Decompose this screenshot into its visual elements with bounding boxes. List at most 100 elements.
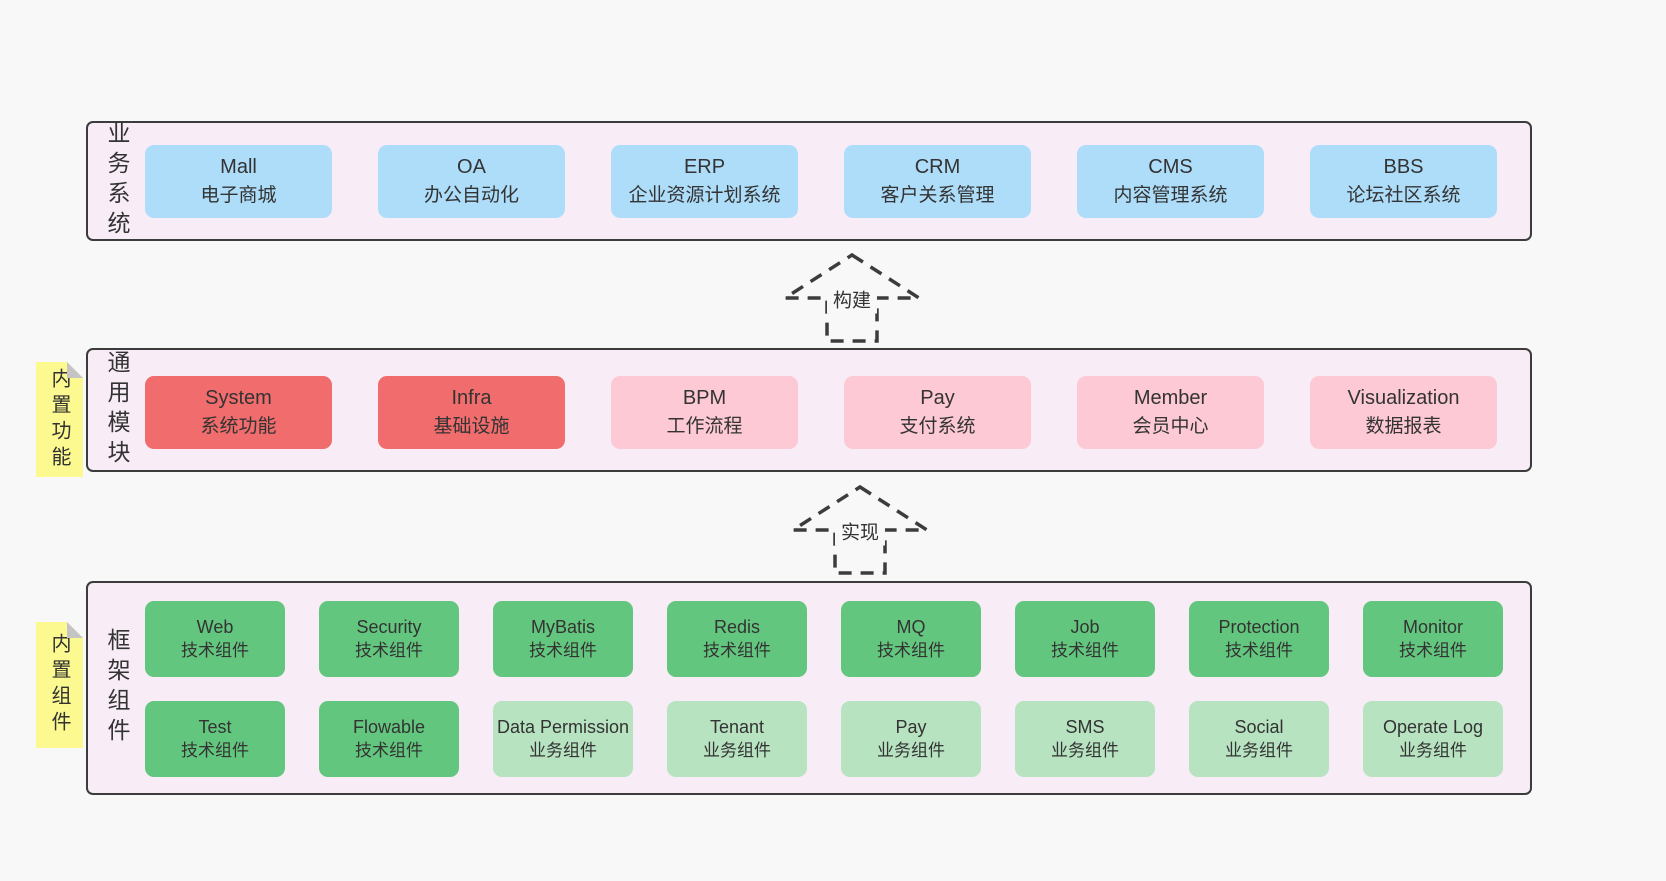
common-modules-layer: 通用模块	[86, 348, 1532, 472]
box-mybatis: MyBatis 技术组件	[493, 601, 633, 677]
components-box-row-2: Test 技术组件 Flowable 技术组件 Data Permission …	[145, 701, 1503, 777]
box-subtitle: 技术组件	[355, 740, 423, 760]
box-tenant: Tenant 业务组件	[667, 701, 807, 777]
sticky-label: 内置组件	[48, 633, 70, 737]
box-subtitle: 数据报表	[1365, 416, 1442, 438]
dashed-up-arrow-icon	[790, 484, 930, 575]
box-system: System 系统功能	[145, 376, 332, 449]
box-title: Social	[1234, 717, 1284, 738]
box-subtitle: 系统功能	[200, 416, 277, 438]
box-redis: Redis 技术组件	[667, 601, 807, 677]
box-oa: OA 办公自动化	[378, 145, 565, 218]
box-title: Tenant	[709, 717, 765, 738]
box-title: Test	[198, 717, 232, 738]
box-subtitle: 技术组件	[529, 640, 597, 660]
build-arrow: 构建	[782, 252, 922, 344]
box-subtitle: 技术组件	[1225, 640, 1293, 660]
box-bbs: BBS 论坛社区系统	[1310, 145, 1497, 218]
box-subtitle: 技术组件	[703, 640, 771, 660]
box-subtitle: 业务组件	[1051, 740, 1119, 760]
box-subtitle: 内容管理系统	[1113, 185, 1228, 207]
box-monitor: Monitor 技术组件	[1363, 601, 1503, 677]
box-title: CMS	[1148, 156, 1193, 179]
box-subtitle: 工作流程	[666, 416, 743, 438]
box-subtitle: 技术组件	[355, 640, 423, 660]
components-box-row-1: Web 技术组件 Security 技术组件 MyBatis 技术组件 Redi…	[145, 601, 1503, 677]
box-subtitle: 业务组件	[1399, 740, 1467, 760]
box-title: ERP	[683, 156, 726, 179]
box-subtitle: 技术组件	[1399, 640, 1467, 660]
box-title: Infra	[451, 387, 492, 410]
box-flowable: Flowable 技术组件	[319, 701, 459, 777]
box-title: Data Permission	[496, 717, 630, 738]
box-title: SMS	[1065, 717, 1105, 738]
box-subtitle: 业务组件	[877, 740, 945, 760]
box-title: BBS	[1383, 156, 1424, 179]
components-layer-label: 框架组件	[104, 628, 130, 748]
box-operate-log: Operate Log 业务组件	[1363, 701, 1503, 777]
box-protection: Protection 技术组件	[1189, 601, 1329, 677]
box-bpm: BPM 工作流程	[611, 376, 798, 449]
dashed-up-arrow-icon	[782, 252, 922, 343]
box-title: Mall	[220, 156, 257, 179]
modules-layer-label: 通用模块	[104, 350, 130, 470]
implement-arrow: 实现	[790, 484, 930, 576]
box-title: Pay	[895, 717, 927, 738]
box-mall: Mall 电子商城	[145, 145, 332, 218]
box-subtitle: 技术组件	[181, 740, 249, 760]
build-arrow-label: 构建	[826, 284, 878, 314]
box-job: Job 技术组件	[1015, 601, 1155, 677]
built-in-features-sticky: 内置功能	[36, 362, 83, 477]
box-infra: Infra 基础设施	[378, 376, 565, 449]
business-box-row: Mall 电子商城 OA 办公自动化 ERP 企业资源计划系统 CRM 客户关系…	[145, 145, 1497, 218]
box-cms: CMS 内容管理系统	[1077, 145, 1264, 218]
sticky-fold-corner	[67, 362, 83, 378]
box-mq: MQ 技术组件	[841, 601, 981, 677]
box-subtitle: 技术组件	[181, 640, 249, 660]
box-social: Social 业务组件	[1189, 701, 1329, 777]
box-title: MQ	[896, 617, 926, 638]
box-title: Visualization	[1347, 387, 1460, 410]
box-title: OA	[457, 156, 486, 179]
box-subtitle: 支付系统	[899, 416, 976, 438]
box-title: Web	[196, 617, 234, 638]
box-sms: SMS 业务组件	[1015, 701, 1155, 777]
box-security: Security 技术组件	[319, 601, 459, 677]
box-title: Job	[1070, 617, 1100, 638]
box-subtitle: 业务组件	[703, 740, 771, 760]
box-title: CRM	[914, 156, 961, 179]
box-title: Protection	[1218, 617, 1300, 638]
box-web: Web 技术组件	[145, 601, 285, 677]
modules-box-row: System 系统功能 Infra 基础设施 BPM 工作流程 Pay 支付系统…	[145, 376, 1497, 449]
box-title: BPM	[682, 387, 727, 410]
box-title: MyBatis	[530, 617, 595, 638]
box-title: Security	[356, 617, 422, 638]
box-visualization: Visualization 数据报表	[1310, 376, 1497, 449]
box-subtitle: 电子商城	[200, 185, 277, 207]
box-title: Redis	[713, 617, 761, 638]
box-title: Member	[1133, 387, 1208, 410]
box-subtitle: 技术组件	[877, 640, 945, 660]
box-subtitle: 办公自动化	[423, 185, 519, 207]
box-title: System	[205, 387, 272, 410]
sticky-label: 内置功能	[48, 367, 70, 472]
box-crm: CRM 客户关系管理	[844, 145, 1031, 218]
box-subtitle: 会员中心	[1132, 416, 1209, 438]
box-subtitle: 技术组件	[1051, 640, 1119, 660]
box-pay-module: Pay 支付系统	[844, 376, 1031, 449]
box-title: Operate Log	[1382, 717, 1484, 738]
box-subtitle: 基础设施	[433, 416, 510, 438]
box-title: Monitor	[1402, 617, 1464, 638]
box-subtitle: 业务组件	[529, 740, 597, 760]
box-member: Member 会员中心	[1077, 376, 1264, 449]
box-erp: ERP 企业资源计划系统	[611, 145, 798, 218]
box-data-permission: Data Permission 业务组件	[493, 701, 633, 777]
implement-arrow-label: 实现	[834, 516, 886, 546]
box-title: Flowable	[352, 717, 426, 738]
box-title: Pay	[920, 387, 955, 410]
box-subtitle: 客户关系管理	[880, 185, 995, 207]
sticky-fold-corner	[67, 622, 83, 638]
business-layer-label: 业务系统	[104, 121, 130, 241]
box-pay-component: Pay 业务组件	[841, 701, 981, 777]
